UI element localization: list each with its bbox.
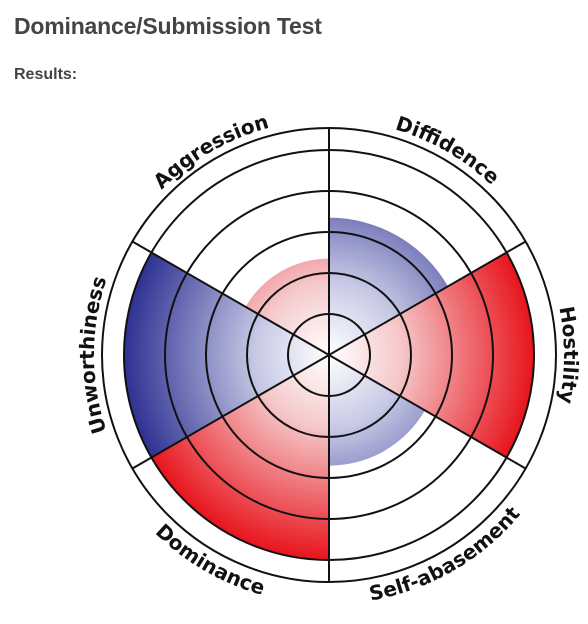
- spoke-5: [131, 354, 330, 470]
- category-label-hostility: Hostility: [554, 304, 583, 405]
- slices-layer: [123, 217, 535, 560]
- spoke-3: [328, 354, 527, 470]
- category-label-aggression: Aggression: [148, 109, 271, 193]
- slice-self-abasement: [329, 355, 425, 466]
- category-label-unworthiness: Unworthiness: [75, 273, 111, 437]
- slice-unworthiness: [123, 252, 329, 458]
- spoke-2: [328, 240, 527, 356]
- category-label-diffidence: Diffidence: [393, 111, 505, 189]
- slice-hostility: [329, 252, 535, 458]
- page-title: Dominance/Submission Test: [14, 13, 322, 39]
- slice-aggression: [245, 258, 329, 355]
- results-label: Results:: [14, 66, 78, 83]
- slice-diffidence: [329, 217, 448, 355]
- spoke-6: [131, 240, 330, 356]
- spokes-layer: [131, 128, 527, 582]
- slice-dominance: [151, 355, 329, 560]
- category-label-self-abasement: Self-abasement: [367, 501, 525, 605]
